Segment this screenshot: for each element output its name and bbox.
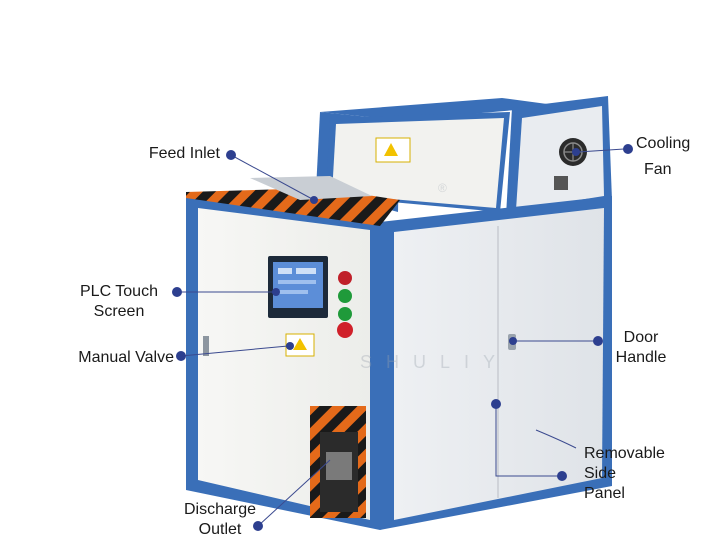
label-manual-valve-text: Manual Valve [78,349,174,366]
callout-dots [172,144,633,531]
label-side-panel-line2: Side [584,465,617,482]
green-button-icon [338,307,352,321]
label-door-handle: Door Handle [610,328,672,368]
label-door-handle-line2: Handle [615,349,667,366]
label-manual-valve: Manual Valve [50,348,174,368]
warning-sticker-upper [375,137,411,163]
callout-dot-icon [253,521,263,531]
label-discharge-outlet: Discharge Outlet [178,500,262,540]
callout-dot-icon [176,351,186,361]
label-cooling-fan: Cooling Fan [636,134,716,180]
watermark: SHULIY ® [360,181,509,372]
label-discharge-line1: Discharge [183,501,257,518]
label-door-handle-line1: Door [623,329,659,346]
label-feed-inlet-text: Feed Inlet [148,145,220,162]
cooling-fan-housing [506,96,612,216]
machine-right-side [380,196,612,530]
callouts [177,148,625,527]
label-cooling-fan-line1: Cooling [636,135,691,152]
emergency-stop-icon [337,322,353,338]
label-plc-line1: PLC Touch [80,283,158,300]
fan-switch-icon [554,176,568,190]
label-discharge-line2: Outlet [198,521,242,538]
red-button-icon [338,271,352,285]
label-removable-side-panel: Removable Side Panel [584,444,694,504]
callout-dot-icon [623,144,633,154]
label-plc-touch-screen: PLC Touch Screen [64,282,174,322]
callout-dot-icon [557,471,567,481]
callout-dot-icon [593,336,603,346]
callout-dot-icon [226,150,236,160]
callout-dot-icon [491,399,501,409]
label-plc-line2: Screen [93,303,145,320]
watermark-brand: SHULIY [360,352,509,372]
label-side-panel-line3: Panel [584,485,625,502]
label-side-panel-line1: Removable [584,445,665,462]
label-cooling-fan-line2: Fan [644,161,672,178]
callout-dot-icon [172,287,182,297]
machine-front [186,176,400,530]
label-feed-inlet: Feed Inlet [120,144,220,164]
watermark-registered: ® [438,181,447,195]
green-button-icon [338,289,352,303]
